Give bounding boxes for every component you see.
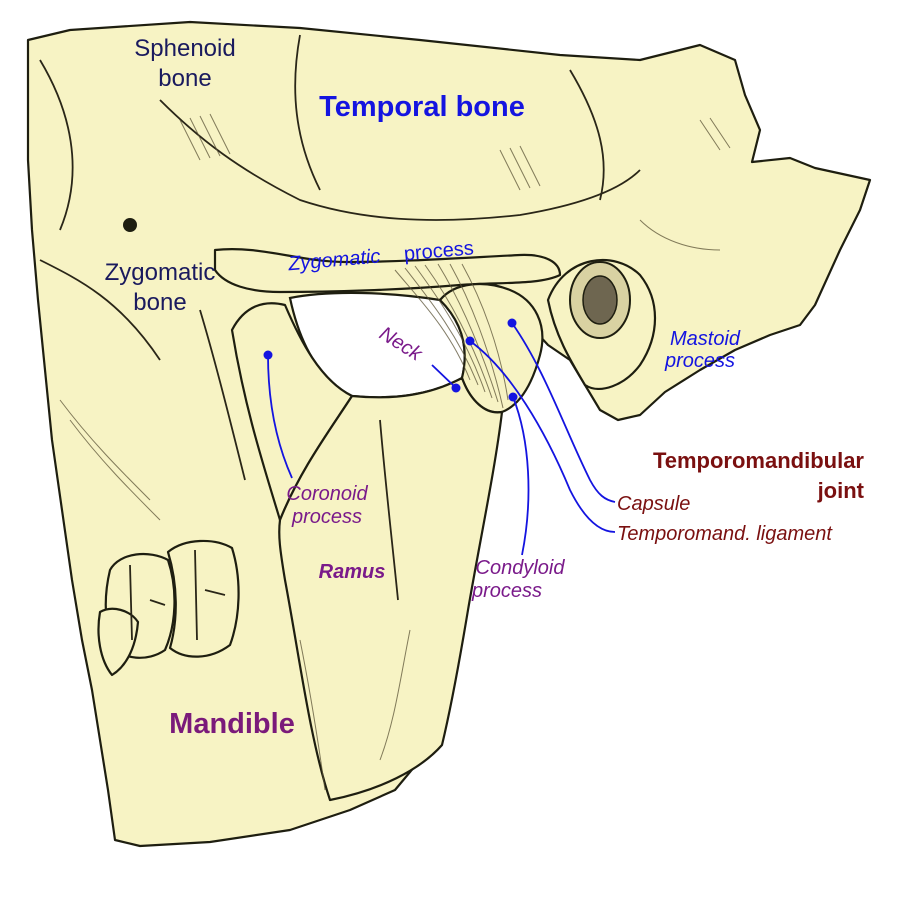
label-condyloid-process-1: Condyloid bbox=[476, 557, 566, 579]
label-condyloid-process-2: process bbox=[471, 580, 542, 602]
dot-ligament bbox=[465, 336, 475, 346]
foramen bbox=[123, 218, 137, 232]
skull-illustration bbox=[26, 20, 872, 848]
dot-condyloid bbox=[508, 392, 518, 402]
leader-neck bbox=[431, 364, 457, 389]
teeth bbox=[97, 539, 240, 677]
leader-capsule bbox=[511, 322, 616, 503]
molar-3 bbox=[97, 607, 140, 677]
ligament-fibres bbox=[394, 263, 509, 409]
label-zygomatic-bone-1: Zygomatic bbox=[105, 259, 216, 286]
label-temporomand-ligament: Temporomand. ligament bbox=[617, 523, 833, 545]
label-tmj-2: joint bbox=[817, 478, 865, 503]
hatching bbox=[39, 34, 731, 791]
labels: Sphenoid bone Temporal bone Zygomatic bo… bbox=[105, 35, 865, 740]
leader-lines bbox=[263, 318, 616, 556]
label-zygomatic-bone-2: bone bbox=[133, 289, 186, 316]
label-temporal-bone: Temporal bone bbox=[319, 91, 525, 123]
molar-2 bbox=[166, 539, 240, 658]
label-mastoid-process-2: process bbox=[664, 350, 735, 372]
label-ramus: Ramus bbox=[319, 561, 386, 583]
leader-condyloid bbox=[512, 396, 530, 556]
label-sphenoid-bone-1: Sphenoid bbox=[134, 35, 235, 62]
leader-ligament bbox=[469, 340, 616, 533]
label-coronoid-process-1: Coronoid bbox=[286, 483, 368, 505]
label-mandible: Mandible bbox=[169, 708, 295, 740]
auditory-meatus-inner bbox=[582, 275, 618, 325]
label-tmj-1: Temporomandibular bbox=[653, 448, 864, 473]
dot-capsule bbox=[507, 318, 517, 328]
label-sphenoid-bone-2: bone bbox=[158, 65, 211, 92]
ramus-shape bbox=[278, 376, 504, 802]
dot-coronoid bbox=[263, 350, 273, 360]
label-capsule: Capsule bbox=[617, 493, 690, 515]
dot-neck bbox=[451, 383, 461, 393]
zygomatic-arch bbox=[213, 248, 562, 294]
label-mastoid-process-1: Mastoid bbox=[670, 328, 741, 350]
leader-coronoid bbox=[267, 354, 293, 479]
label-coronoid-process-2: process bbox=[291, 506, 362, 528]
